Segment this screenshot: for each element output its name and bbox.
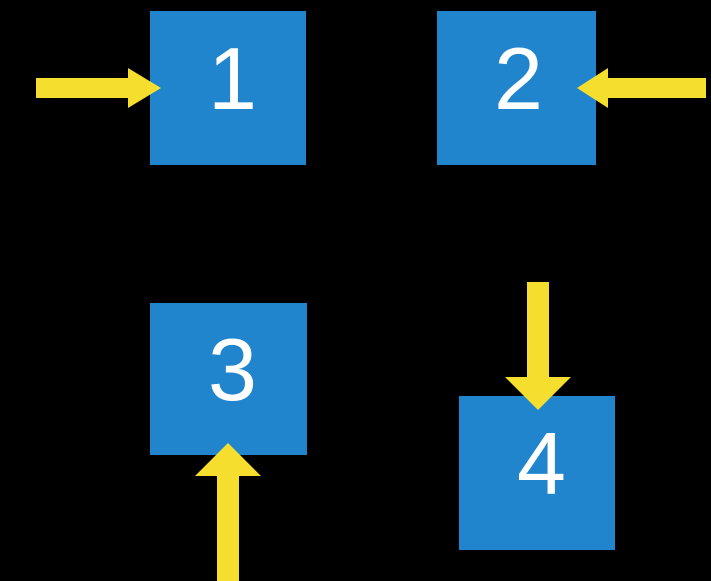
node-box-1[interactable] [150, 11, 306, 165]
arrow-up-icon[interactable] [195, 443, 261, 581]
node-label-4: 4 [517, 414, 566, 513]
node-label-3: 3 [208, 320, 257, 419]
arrow-left-icon[interactable] [577, 68, 706, 108]
node-box-4[interactable] [459, 396, 615, 550]
arrow-down-icon[interactable] [505, 282, 571, 410]
node-label-2: 2 [494, 29, 543, 128]
node-label-1: 1 [208, 29, 257, 128]
node-box-2[interactable] [437, 11, 596, 165]
arrow-right-icon[interactable] [36, 68, 161, 108]
node-box-3[interactable] [150, 303, 307, 455]
